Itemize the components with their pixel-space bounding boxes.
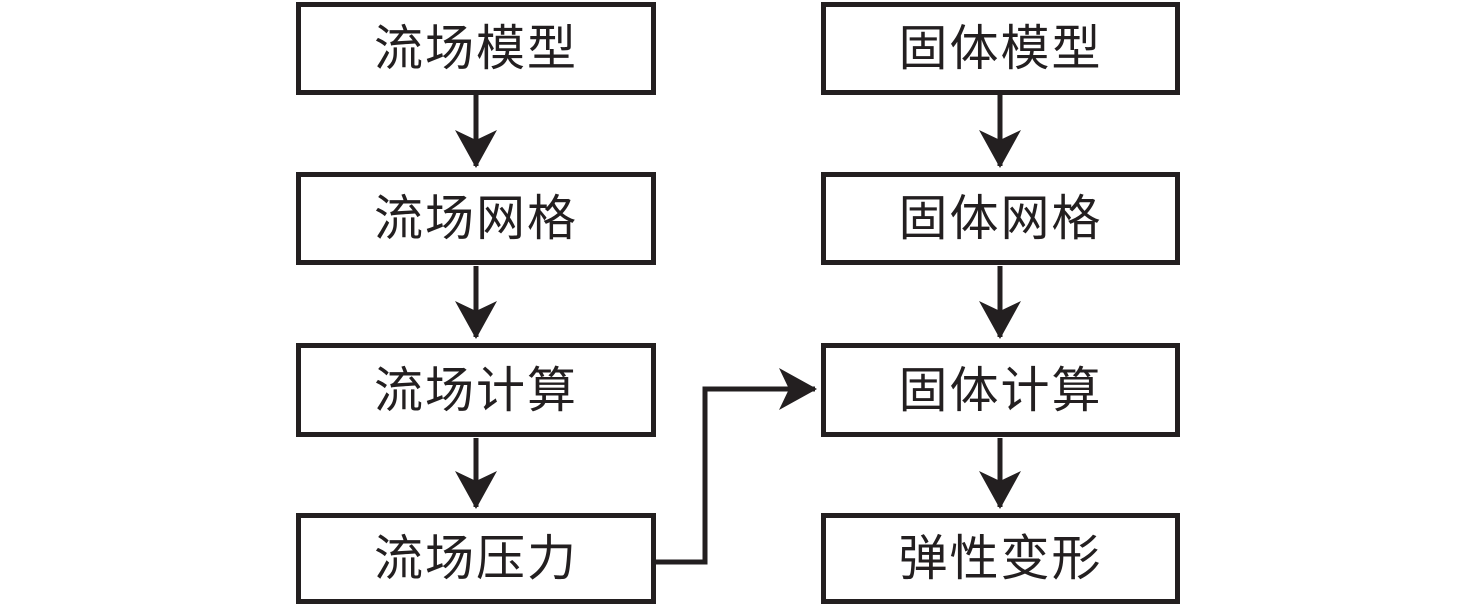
- node-solid-model-label: 固体模型: [898, 20, 1103, 77]
- node-fluid-model-label: 流场模型: [373, 20, 578, 77]
- node-elastic-deformation[interactable]: 弹性变形: [821, 513, 1180, 604]
- node-fluid-pressure-label: 流场压力: [373, 530, 578, 587]
- node-elastic-deformation-label: 弹性变形: [898, 530, 1103, 587]
- node-fluid-model[interactable]: 流场模型: [296, 2, 656, 95]
- node-solid-mesh[interactable]: 固体网格: [821, 172, 1180, 265]
- edge-fluid-pressure-to-solid-calculation: [656, 368, 818, 565]
- node-fluid-pressure[interactable]: 流场压力: [296, 513, 656, 604]
- node-fluid-calculation[interactable]: 流场计算: [296, 343, 656, 437]
- node-fluid-mesh[interactable]: 流场网格: [296, 172, 656, 265]
- node-solid-calculation[interactable]: 固体计算: [821, 343, 1180, 437]
- node-solid-calculation-label: 固体计算: [898, 361, 1103, 419]
- node-fluid-calculation-label: 流场计算: [373, 361, 578, 419]
- node-fluid-mesh-label: 流场网格: [373, 190, 578, 247]
- node-solid-model[interactable]: 固体模型: [821, 2, 1180, 95]
- node-solid-mesh-label: 固体网格: [898, 190, 1103, 247]
